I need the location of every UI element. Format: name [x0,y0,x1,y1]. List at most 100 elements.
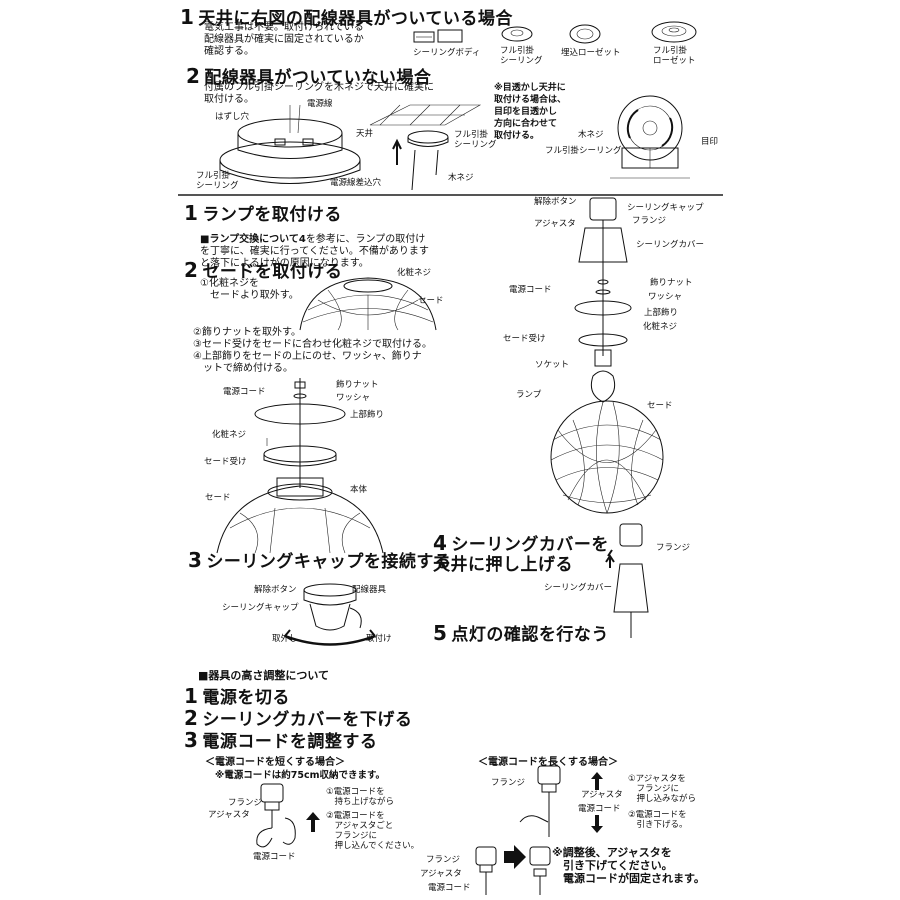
right-label-ceiling-cover-2: シーリングカバー [544,583,613,593]
short-label-flange: フランジ [228,798,263,808]
label-full-ceiling-2: フル引掛 シーリング [454,130,497,150]
device-label-3: 埋込ローゼット [561,48,621,58]
ceiling-cap-illustration [284,583,376,646]
note-metosukashi: ※目透かし天井に 取付ける場合は、 目印を目透かし 方向に合わせて 取付ける。 [494,83,567,141]
device-label-4: フル引掛 ローゼット [653,46,696,66]
right-label-ceiling-cover: シーリングカバー [636,240,705,250]
long-case-title: ＜電源コードを長くする場合＞ [478,757,618,768]
left-label-shade: セード [418,296,444,306]
left-label-shade-2: セード [205,493,231,503]
mid-step4-number: 4 [433,531,448,555]
left-label-ceiling-cap: シーリングキャップ [222,603,299,613]
shade-top-illustration [299,277,437,331]
left-label-toritsuke: 取付け [366,634,392,644]
mid-step1-body-text: を参考に、ランプの取付け を丁寧に、確実に行ってください。不備があります と落下… [200,234,429,269]
long-label-flange-2: フランジ [426,855,461,865]
label-dengensen: 電源線 [307,99,333,109]
bottom-step3-number: 3 [184,728,199,752]
device-label-1: シーリングボディ [413,48,481,58]
left-label-keshoneji-2: 化粧ネジ [212,430,247,440]
shade-assembly-illustration [216,378,384,554]
height-adjust-header: ■器具の高さ調整について [198,669,330,682]
left-label-shade-uke: セード受け [204,457,247,467]
right-label-flange-2: フランジ [656,543,691,553]
bottom-step2-title: シーリングカバーを下げる [202,710,413,730]
mid-step5-title: 点灯の確認を行なう [451,625,609,645]
pendant-shade-globe [550,400,664,514]
step2-number: 2 [186,64,201,88]
label-mokuneji-2: 木ネジ [578,130,604,140]
long-final-illustration [475,845,551,895]
ceiling-cover-push-illustration [605,523,649,638]
ceiling-body-icon [413,29,463,43]
label-tenjo: 天井 [356,129,374,139]
mid-step3-title: シーリングキャップを接続する [206,552,452,572]
right-label-washer: ワッシャ [648,292,683,302]
right-label-adjuster: アジャスタ [534,219,576,229]
left-label-jobu-kazari: 上部飾り [350,410,385,420]
short-inst-2: ②電源コードを アジャスタごと フランジに 押し込んでください。 [326,811,420,851]
bottom-step1-title: 電源を切る [202,688,290,708]
short-up-arrow [306,812,320,832]
step1-body: 電気工事は不要。取付けられている 配線器具が確実に固定されているか 確認する。 [204,22,364,57]
mid-step2-sub2: ②飾りナットを取外す。 ③セード受けをセードに合わせ化粧ネジで取付ける。 ④上部… [193,327,432,374]
right-label-lamp: ランプ [516,390,542,400]
long-label-adjuster-2: アジャスタ [420,869,462,879]
short-label-cord: 電源コード [253,852,296,862]
short-inst-1: ①電源コードを 持ち上げながら [326,787,395,807]
left-label-haisen-kigu: 配線器具 [352,585,387,595]
mid-step5-number: 5 [433,621,448,645]
ceiling-mount-illustration [369,104,482,191]
long-down-arrow [591,815,603,833]
mid-step1-number: 1 [184,201,199,225]
label-full-ceiling-3: フル引掛シーリング [545,146,622,156]
full-rosette-icon [651,21,697,43]
section-divider [178,194,723,196]
right-label-dengen-cord: 電源コード [509,285,552,295]
long-label-cord: 電源コード [578,804,621,814]
long-inst-2: ②電源コードを 引き下げる。 [628,810,688,830]
mid-step1-body-bold: ■ランプ交換について4 [200,234,306,245]
label-mokuneji: 木ネジ [448,173,474,183]
full-ceiling-icon [501,26,533,42]
label-dengensen-sashikomi: 電源線差込穴 [330,178,382,188]
ceiling-fixture-illustration [219,104,361,184]
right-label-ceiling-cap: シーリングキャップ [627,203,704,213]
left-label-dengen-cord: 電源コード [223,387,266,397]
right-label-socket: ソケット [535,360,570,370]
long-final-note: ※調整後、アジャスタを 引き下げてください。 電源コードが固定されます。 [552,846,705,885]
left-label-kazari-nut: 飾りナット [336,380,379,390]
mid-step4-title: シーリングカバーを 天井に押し上げる [433,535,609,575]
device-label-2: フル引掛 シーリング [500,46,543,66]
label-mejirushi: 目印 [701,137,719,147]
long-cord-illustration [519,765,561,837]
step1-title: 天井に右図の配線器具がついている場合 [198,9,513,29]
right-label-kaijo-button: 解除ボタン [534,197,577,207]
short-case-note: ※電源コードは約75cm収納できます。 [215,770,386,781]
bottom-step1-number: 1 [184,684,199,708]
long-label-flange: フランジ [491,778,526,788]
left-label-torihazushi: 取外し [272,634,298,644]
mid-step2-sub1: ①化粧ネジを セードより取外す。 [200,278,299,301]
bottom-step3-title: 電源コードを調整する [202,732,378,752]
left-label-washer: ワッシャ [336,393,371,403]
left-label-keshoneji: 化粧ネジ [397,268,432,278]
step1-number: 1 [180,5,195,29]
step2-title: 配線器具がついていない場合 [204,68,432,88]
exploded-pendant-illustration [574,197,632,403]
right-label-shade-uke: セード受け [503,334,546,344]
right-label-jobu-kazari: 上部飾り [644,308,679,318]
mid-step3-number: 3 [188,548,203,572]
right-label-keshoneji: 化粧ネジ [643,322,678,332]
mid-step2-title: セードを取付ける [202,262,343,282]
step2-body: 付属のフル引掛シーリングを木ネジで天井に確実に 取付ける。 [204,82,434,105]
long-up-arrow [591,772,603,790]
right-label-shade: セード [647,401,673,411]
mid-step1-body: ■ランプ交換について4を参考に、ランプの取付け を丁寧に、確実に行ってください。… [200,222,450,270]
